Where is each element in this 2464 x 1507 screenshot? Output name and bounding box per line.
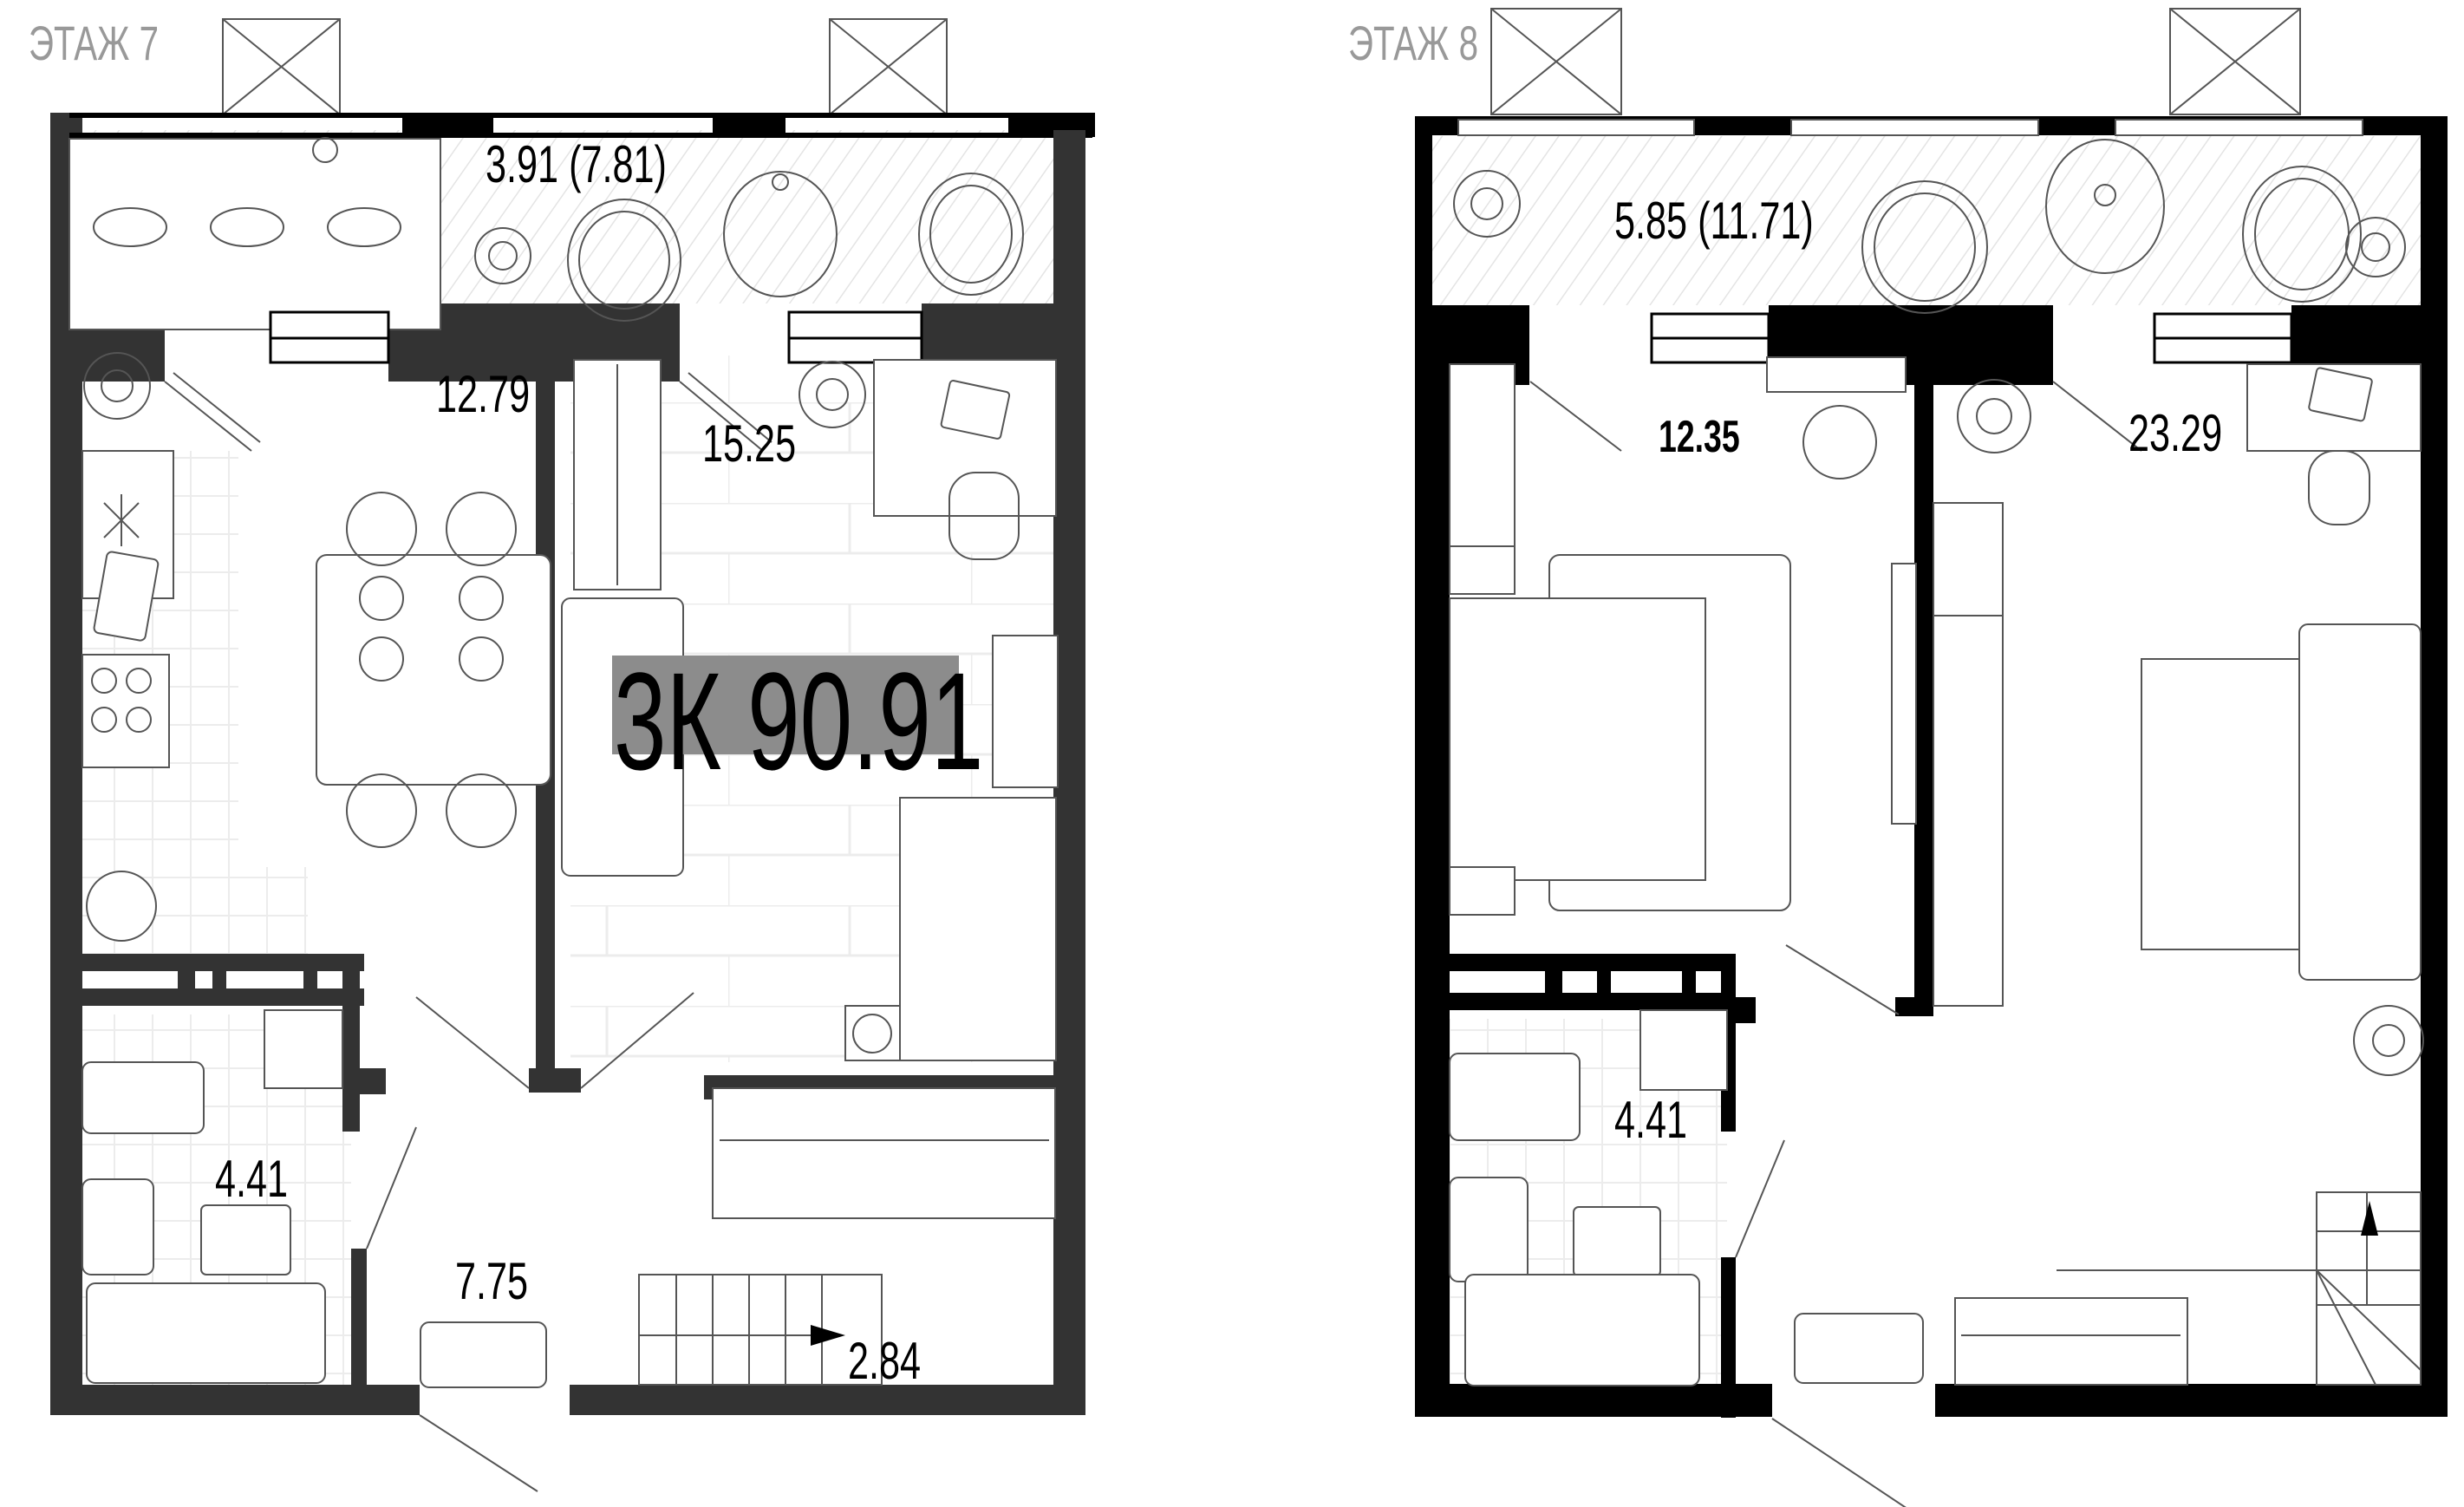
plant-icon <box>1453 170 2406 277</box>
shelf <box>1933 502 2004 616</box>
floor-8-furniture <box>1449 139 2424 1507</box>
floor-7-furniture <box>68 137 1059 1492</box>
total-area-label: 3К 90.91 <box>614 643 984 799</box>
room-area-stairs: 2.84 <box>848 1332 922 1390</box>
double-bed <box>1449 597 1706 881</box>
bath-mat <box>200 1204 291 1275</box>
bathtub <box>1464 1274 1700 1386</box>
bath-mat <box>1573 1206 1661 1277</box>
plant-icon <box>2353 1005 2424 1076</box>
washing-machine <box>264 1009 343 1089</box>
armchair-icon <box>1861 166 2362 314</box>
sofa <box>2298 623 2422 981</box>
armchair-icon <box>567 199 681 322</box>
wardrobe <box>1449 363 1516 547</box>
total-area-highlight <box>612 656 959 754</box>
round-table-icon <box>723 171 838 297</box>
window-vent-icon <box>222 18 948 115</box>
floor-8-walls <box>1415 116 2448 1418</box>
stairs-arrow-icon <box>2361 1201 2378 1236</box>
stairs-icon <box>2057 1191 2422 1386</box>
room-area-hallway: 7.75 <box>455 1252 529 1310</box>
door-icon <box>164 372 772 452</box>
armchair-icon <box>918 173 1024 296</box>
room-area-loggia-7: 3.91 (7.81) <box>486 135 667 193</box>
plant-icon <box>474 227 531 284</box>
nightstand <box>1449 545 1516 595</box>
toilet <box>81 1061 205 1134</box>
floor-7-label: ЭТАЖ 7 <box>29 16 160 70</box>
washbasin <box>1449 1177 1529 1282</box>
closet <box>1954 1297 2188 1386</box>
plant-icon <box>83 352 151 420</box>
vanity <box>1766 356 1907 393</box>
stairs-icon <box>638 1274 883 1386</box>
bed <box>899 797 1057 1061</box>
room-area-living: 15.25 <box>702 414 797 473</box>
round-table-icon <box>2045 139 2165 274</box>
nightstand <box>1449 866 1516 916</box>
bar-stool-icon <box>93 207 401 247</box>
hob <box>81 450 174 599</box>
washbasin <box>81 1178 154 1275</box>
plant-icon <box>799 361 866 428</box>
mirror <box>1891 563 1917 825</box>
tv-unit <box>1933 615 2004 1007</box>
room-area-loggia-8: 5.85 (11.71) <box>1614 192 1814 250</box>
window-vent-icon <box>1490 8 2301 115</box>
stool <box>1802 405 1877 480</box>
sink <box>86 871 157 942</box>
room-area-bedroom: 12.35 <box>1659 412 1740 462</box>
closet <box>712 1087 1056 1219</box>
door-icon <box>1529 381 2142 1507</box>
floor-8-label: ЭТАЖ 8 <box>1348 16 1479 70</box>
dining-table <box>316 554 551 786</box>
room-area-bath-8: 4.41 <box>1614 1091 1688 1149</box>
door-icon <box>366 992 694 1492</box>
shoe-mat <box>1794 1313 1924 1384</box>
room-area-bath-7: 4.41 <box>215 1150 289 1208</box>
shoe-mat <box>420 1321 547 1388</box>
coffee-area <box>2141 658 2324 950</box>
shelf <box>992 635 1059 788</box>
plant-icon <box>1957 379 2031 453</box>
room-area-bedroom-large: 23.29 <box>2128 404 2223 462</box>
stairs-arrow-icon <box>811 1325 845 1346</box>
washing-machine <box>1639 1009 1728 1091</box>
toilet <box>1449 1053 1581 1141</box>
bathtub <box>86 1282 326 1384</box>
room-area-kitchen: 12.79 <box>436 365 531 423</box>
